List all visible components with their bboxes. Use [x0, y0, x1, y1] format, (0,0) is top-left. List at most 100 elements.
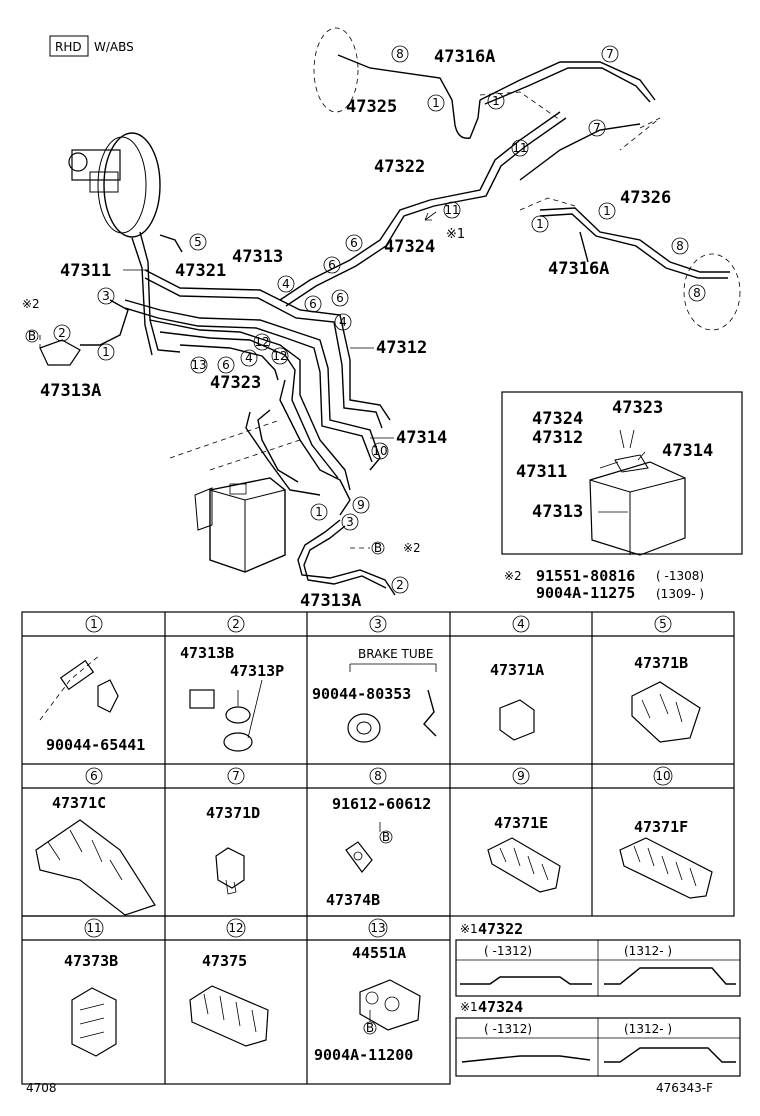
variant-47322: ※1 47322 ( -1312) (1312- ): [455, 920, 741, 997]
svg-text:11: 11: [86, 921, 101, 935]
svg-text:11: 11: [512, 141, 527, 155]
svg-text:10: 10: [372, 444, 387, 458]
svg-text:4: 4: [245, 351, 253, 365]
callout-b-bottom: B: [371, 541, 385, 555]
svg-text:9004A-11275: 9004A-11275: [536, 584, 635, 602]
cell-3-part: 90044-80353: [312, 685, 411, 703]
svg-text:8: 8: [396, 47, 404, 61]
tube-bundle: [124, 231, 391, 516]
left-proportion-valve: [39, 299, 129, 366]
svg-text:7: 7: [232, 769, 240, 783]
svg-text:( -1308): ( -1308): [656, 569, 704, 583]
svg-text:8: 8: [693, 286, 701, 300]
cell-11-part: 47373B: [64, 952, 118, 970]
svg-text:(1309- ): (1309- ): [656, 587, 704, 601]
callout-47321: 47321: [175, 261, 226, 281]
cell-3-grommet: BRAKE TUBE 90044-80353: [312, 647, 437, 743]
callout-b-left: B: [25, 329, 39, 343]
callout-47325: 47325: [346, 97, 397, 117]
callout-47322: 47322: [374, 157, 425, 177]
callout-47324: 47324: [384, 237, 435, 257]
svg-text:6: 6: [328, 258, 336, 272]
cell-3-label: BRAKE TUBE: [358, 647, 434, 661]
svg-text:7: 7: [593, 121, 601, 135]
svg-text:6: 6: [350, 236, 358, 250]
cell-headers: 1 2 3 4 5 6 7 8 9 10 11 12 13: [84, 615, 673, 938]
svg-text:8: 8: [374, 769, 382, 783]
cell-7-clip: 47371D: [206, 804, 260, 895]
svg-text:(1312- ): (1312- ): [624, 1022, 672, 1036]
cell-7-part: 47371D: [206, 804, 260, 822]
svg-text:B: B: [28, 329, 36, 343]
cell-5-part: 47371B: [634, 654, 688, 672]
parts-grid: [21, 611, 735, 1085]
callout-47316a-right: 47316A: [548, 259, 609, 279]
cell-2-part-a: 47313B: [180, 644, 234, 662]
svg-text:9: 9: [357, 498, 365, 512]
brake-booster: [68, 132, 161, 238]
svg-text:5: 5: [194, 235, 202, 249]
svg-text:12: 12: [272, 349, 287, 363]
variant-47324: ※1 47324 ( -1312) (1312- ): [455, 998, 741, 1077]
svg-text:6: 6: [336, 291, 344, 305]
svg-text:5: 5: [659, 617, 667, 631]
callout-mark-x2-left: ※2: [22, 297, 40, 311]
svg-text:2: 2: [232, 617, 240, 631]
svg-text:( -1312): ( -1312): [484, 1022, 532, 1036]
cell-10-part: 47371F: [634, 818, 688, 836]
main-circled-numbers: 8 7 1 1 7 11 11 1 1 8 8 5 6 6 4 6 6 4 3 …: [53, 45, 706, 594]
svg-text:3: 3: [102, 289, 110, 303]
svg-text:47322: 47322: [478, 920, 523, 938]
svg-text:※2: ※2: [504, 569, 522, 583]
svg-text:( -1312): ( -1312): [484, 944, 532, 958]
cell-12-part: 47375: [202, 952, 247, 970]
svg-text:12: 12: [228, 921, 243, 935]
callout-47312: 47312: [376, 338, 427, 358]
callout-47323: 47323: [210, 373, 261, 393]
svg-text:12: 12: [254, 335, 269, 349]
svg-text:B: B: [374, 541, 382, 555]
svg-text:1: 1: [315, 505, 323, 519]
inset-47311: 47311: [516, 462, 567, 482]
left-rear-wheel-outline: [313, 27, 359, 113]
svg-text:13: 13: [370, 921, 385, 935]
tube-47324: [285, 117, 567, 307]
svg-text:6: 6: [309, 297, 317, 311]
callout-mark-x1: ※1: [446, 227, 465, 242]
svg-text:B: B: [366, 1021, 374, 1035]
svg-text:13: 13: [191, 358, 206, 372]
cell-5-clamp: 47371B: [631, 654, 701, 743]
svg-text:91551-80816: 91551-80816: [536, 567, 635, 585]
cell-13-bracket: B 44551A 9004A-11200: [314, 944, 421, 1064]
svg-text:4: 4: [517, 617, 525, 631]
svg-text:10: 10: [655, 769, 670, 783]
svg-text:6: 6: [222, 358, 230, 372]
callout-mark-x2-bottom: ※2: [403, 541, 421, 555]
tube-47322: [279, 111, 561, 301]
svg-text:B: B: [382, 830, 390, 844]
cell-8-part-b: 47374B: [326, 891, 380, 909]
inset-47323: 47323: [612, 398, 663, 418]
hose-47316a-top: [451, 99, 481, 139]
tube-right-top: [479, 61, 656, 101]
svg-text:2: 2: [58, 326, 66, 340]
right-rear-wheel-outline: [683, 253, 741, 331]
callout-47316a-top: 47316A: [434, 47, 495, 67]
callout-47326: 47326: [620, 188, 671, 208]
note-x2: ※2 91551-80816 ( -1308) 9004A-11275 (130…: [504, 567, 704, 602]
svg-text:4: 4: [339, 315, 347, 329]
cell-2-bolt: 47313B 47313P: [180, 644, 284, 752]
cell-10-clamp: 47371F: [619, 818, 713, 899]
inset-47314: 47314: [662, 441, 713, 461]
cell-11-clamp: 47373B: [64, 952, 118, 1057]
svg-text:※1: ※1: [460, 1000, 478, 1014]
tube-47326: [539, 207, 730, 273]
cell-12-clamp: 47375: [189, 952, 269, 1047]
footer-left: 4708: [26, 1081, 57, 1095]
abs-label: W/ABS: [94, 40, 134, 54]
cell-6-clamp: 47371C: [35, 794, 156, 916]
svg-text:3: 3: [374, 617, 382, 631]
svg-text:※1: ※1: [460, 922, 478, 936]
svg-text:11: 11: [444, 203, 459, 217]
